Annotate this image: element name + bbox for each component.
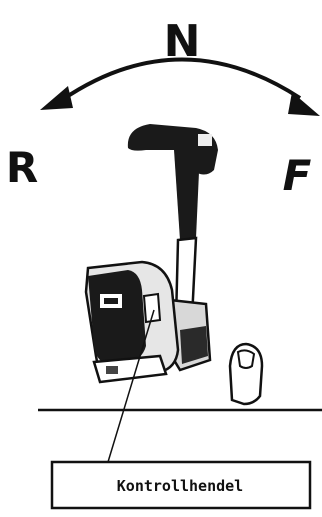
control-lever-illustration <box>86 124 218 382</box>
thumb-illustration <box>230 344 262 404</box>
shift-direction-arrow <box>40 59 320 116</box>
forward-label: F <box>283 151 312 200</box>
reverse-label: R <box>6 143 38 192</box>
callout-label: Kontrollhendel <box>117 477 243 495</box>
